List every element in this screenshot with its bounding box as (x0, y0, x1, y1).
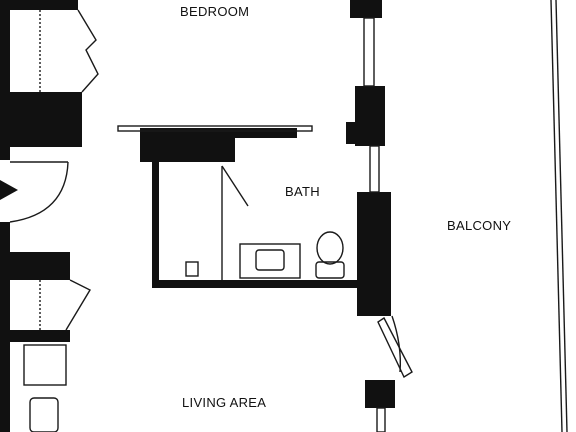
bath-shelf (117, 125, 313, 132)
sink (255, 249, 285, 271)
toilet-bowl (316, 231, 344, 265)
wall-bath-top (140, 128, 235, 162)
room-label-bath: BATH (285, 184, 320, 199)
wall-right-notch (346, 122, 360, 144)
wall-left-closet-base (0, 92, 82, 147)
shower-valve (185, 261, 199, 277)
wall-left-mid (0, 222, 10, 432)
wall-bath-bottom (152, 280, 362, 288)
balcony-door-arc (391, 315, 402, 373)
balcony-rail-inner (555, 0, 568, 432)
kitchen-counter (23, 344, 67, 386)
wall-left-closet-top (0, 0, 78, 10)
wall-bath-top-right (235, 128, 297, 138)
balcony-door (377, 316, 413, 379)
wall-right-top (350, 0, 382, 18)
wall-bath-left (152, 162, 159, 287)
room-label-bedroom: BEDROOM (180, 4, 250, 19)
wall-right-lower (365, 380, 395, 408)
balcony-rail-outer (550, 0, 563, 432)
entry-door-arc (9, 161, 69, 223)
wall-left-top (0, 0, 10, 160)
wall-right-mid (357, 192, 391, 316)
kitchen-sink (29, 397, 59, 432)
bath-door (221, 165, 249, 207)
wall-left-closet2 (0, 252, 70, 280)
entry-arrow-icon (0, 180, 18, 200)
window-mid (369, 145, 380, 193)
room-label-balcony: BALCONY (447, 218, 512, 233)
room-label-living: LIVING AREA (182, 395, 267, 410)
window-lower (376, 407, 386, 432)
closet-door-lower (65, 279, 91, 331)
vanity (239, 243, 301, 279)
closet-door-upper (77, 9, 99, 93)
window-upper (363, 17, 375, 87)
toilet-tank (315, 261, 345, 279)
wall-left-closet2-base (0, 330, 70, 342)
